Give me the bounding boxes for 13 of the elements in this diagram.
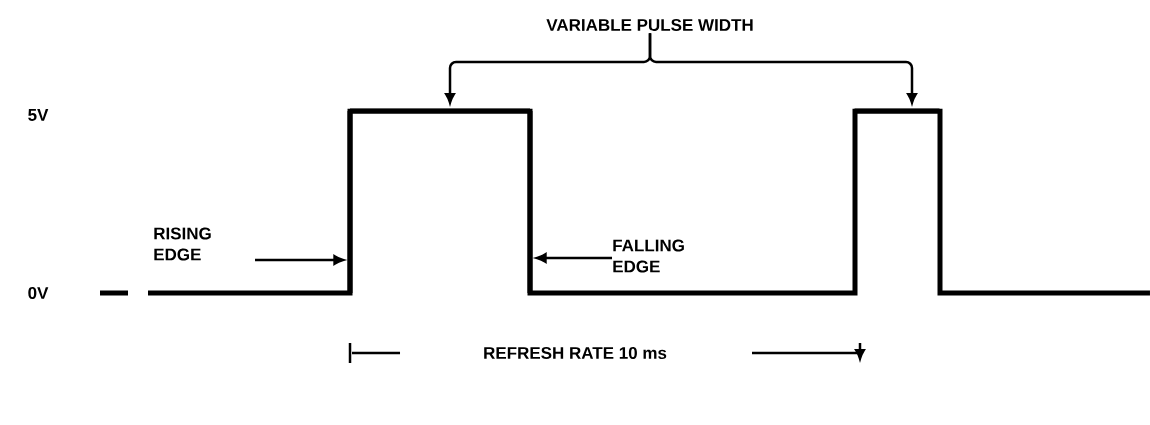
- leader-line: [536, 253, 612, 263]
- leader-line: [648, 33, 917, 104]
- voltage-label: 0V: [28, 286, 49, 299]
- waveform-segment: [527, 111, 533, 293]
- waveform-segment: [347, 111, 353, 293]
- waveform-segment: [854, 108, 940, 114]
- callout-text: RISING EDGE: [154, 227, 211, 261]
- callout-text: VARIABLE PULSE WIDTH: [546, 19, 753, 31]
- dimension-label: REFRESH RATE 10 ms: [484, 346, 667, 359]
- leader-line: [255, 255, 344, 265]
- callout-text: FALLING EDGE: [613, 239, 684, 273]
- voltage-label: 5V: [28, 109, 49, 121]
- waveform-segment: [350, 108, 530, 114]
